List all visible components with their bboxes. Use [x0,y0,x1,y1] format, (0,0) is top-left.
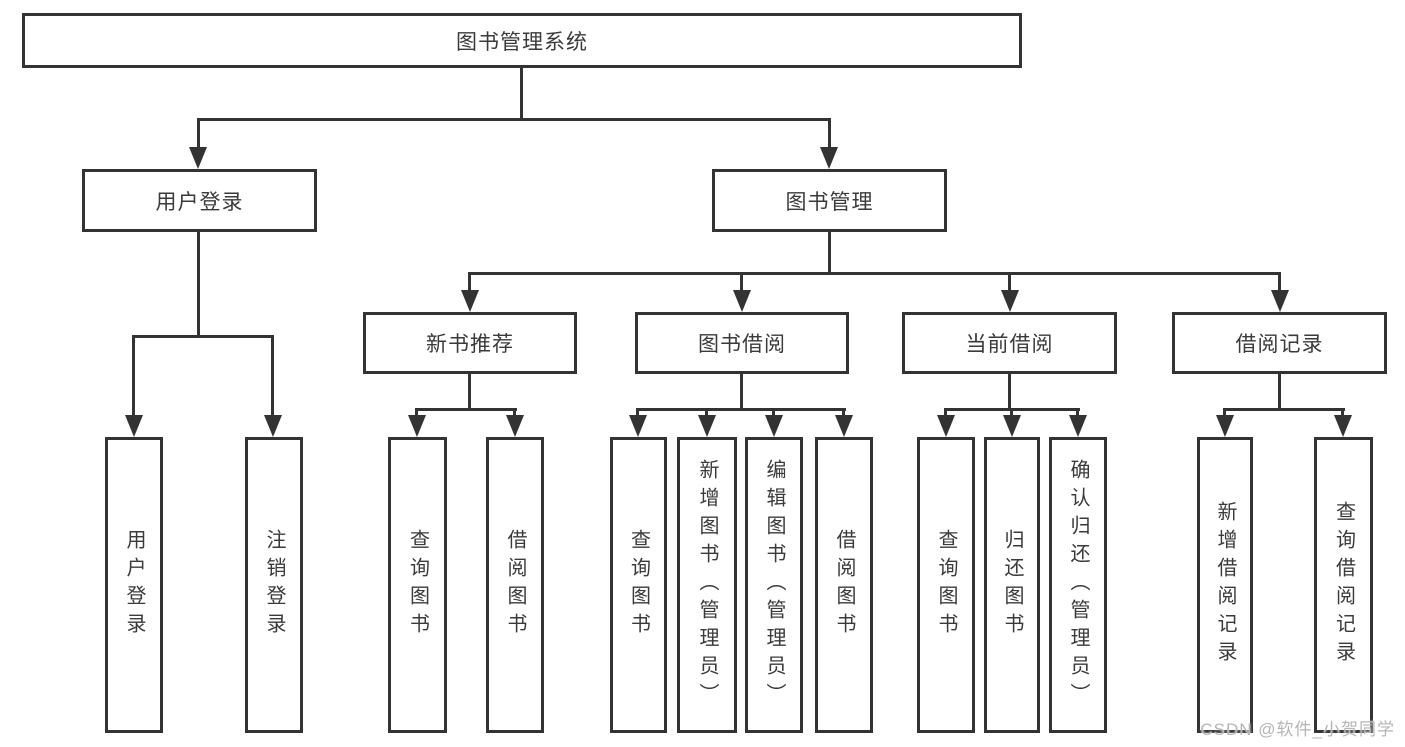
arrow-down-icon [1271,290,1289,312]
arrow-down-icon [189,147,207,169]
leaf-query-books-current: 查询图书 [917,437,975,733]
connector-line [1223,408,1226,418]
node-borrow-records: 借阅记录 [1172,312,1387,374]
arrow-down-icon [1003,415,1021,437]
leaf-query-books-recommend: 查询图书 [388,437,447,733]
leaf-return-books: 归还图书 [984,437,1040,733]
leaf-edit-books-admin: 编辑图书（管理员） [745,437,803,733]
connector-line [1341,408,1344,418]
connector-line [705,408,708,418]
connector-line [740,374,743,408]
arrow-down-icon [1334,415,1352,437]
leaf-borrow-books: 借阅图书 [815,437,873,733]
connector-line [740,272,743,292]
arrow-down-icon [698,415,716,437]
node-book-borrow: 图书借阅 [635,312,849,374]
connector-line [132,335,135,417]
leaf-logout: 注销登录 [245,437,303,733]
connector-line [944,408,947,418]
connector-line [828,118,831,150]
leaf-user-login: 用户登录 [105,437,163,733]
arrow-down-icon [937,415,955,437]
leaf-query-borrow-record: 查询借阅记录 [1314,437,1373,733]
arrow-down-icon [835,415,853,437]
node-book-management: 图书管理 [712,169,947,232]
arrow-down-icon [461,290,479,312]
leaf-query-books-borrow: 查询图书 [610,437,667,733]
connector-line [636,408,639,418]
arrow-down-icon [506,415,524,437]
connector-line [520,68,523,118]
connector-line [1278,374,1281,408]
connector-line [415,408,418,418]
node-user-login: 用户登录 [82,169,317,232]
connector-line [416,408,517,411]
arrow-down-icon [1069,415,1087,437]
leaf-confirm-return-admin: 确认归还（管理员） [1049,437,1107,733]
connector-line [1223,408,1345,411]
connector-line [468,272,471,292]
arrow-down-icon [629,415,647,437]
connector-line [132,335,274,338]
node-new-book-recommend: 新书推荐 [363,312,577,374]
connector-line [828,232,831,272]
connector-line [842,408,845,418]
connector-line [271,335,274,417]
arrow-down-icon [1001,290,1019,312]
connector-line [1008,272,1011,292]
leaf-add-borrow-record: 新增借阅记录 [1197,437,1253,733]
arrow-down-icon [408,415,426,437]
arrow-down-icon [820,147,838,169]
leaf-add-books-admin: 新增图书（管理员） [677,437,737,733]
leaf-borrow-books-recommend: 借阅图书 [486,437,544,733]
connector-line [1076,408,1079,418]
arrow-down-icon [765,415,783,437]
connector-line [197,118,200,150]
node-root: 图书管理系统 [22,13,1022,68]
connector-line [772,408,775,418]
watermark: CSDN @软件_小贺同学 [1200,720,1395,739]
connector-line [1278,272,1281,292]
connector-line [636,408,846,411]
connector-line [197,118,831,121]
arrow-down-icon [733,290,751,312]
arrow-down-icon [125,415,143,437]
connector-line [197,232,200,335]
node-current-borrow: 当前借阅 [902,312,1117,374]
arrow-down-icon [1216,415,1234,437]
connector-line [1010,408,1013,418]
connector-line [468,374,471,408]
connector-line [513,408,516,418]
connector-line [468,272,1281,275]
connector-line [1008,374,1011,408]
arrow-down-icon [264,415,282,437]
